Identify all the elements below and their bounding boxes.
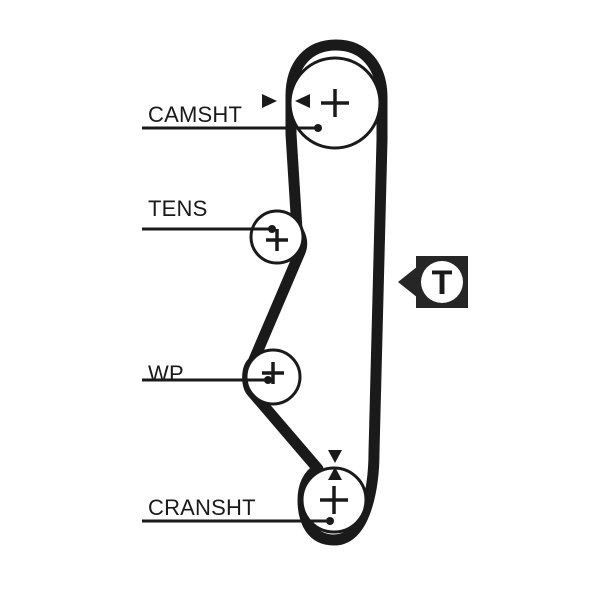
- pulley-group: [244, 56, 382, 534]
- leader-dot-wp: [264, 376, 272, 384]
- badge-disc: [421, 261, 463, 303]
- leader-dot-cransht: [326, 517, 334, 525]
- leader-cransht: [142, 517, 334, 525]
- timing-triangle-right-icon: [295, 94, 310, 108]
- badge-letter-t: T: [432, 264, 453, 302]
- leader-dot-camsht: [314, 124, 322, 132]
- leader-camsht: [142, 124, 322, 132]
- component-labels: CAMSHT TENS WP CRANSHT: [148, 102, 256, 520]
- label-wp: WP: [148, 361, 184, 386]
- leader-lines: [142, 124, 334, 525]
- camshaft-timing-mark: [262, 94, 310, 108]
- pulley-tensioner: [249, 209, 305, 265]
- label-tens: TENS: [148, 196, 207, 221]
- timing-triangle-left-icon: [262, 94, 277, 108]
- crankshaft-timing-mark: [328, 450, 342, 480]
- timing-triangle-down-icon: [328, 450, 342, 463]
- pulley-water-pump: [244, 348, 302, 406]
- timing-marks: [262, 94, 342, 480]
- label-cransht: CRANSHT: [148, 495, 256, 520]
- label-camsht: CAMSHT: [148, 102, 242, 127]
- timing-triangle-up-icon: [328, 467, 342, 480]
- leader-wp: [142, 376, 272, 384]
- badge-arrow-left-icon: [398, 266, 418, 298]
- tension-badge: T: [398, 256, 468, 308]
- pulley-crankshaft: [300, 466, 368, 534]
- leader-tens: [142, 225, 276, 233]
- pulley-camshaft: [288, 56, 382, 150]
- leader-dot-tens: [268, 225, 276, 233]
